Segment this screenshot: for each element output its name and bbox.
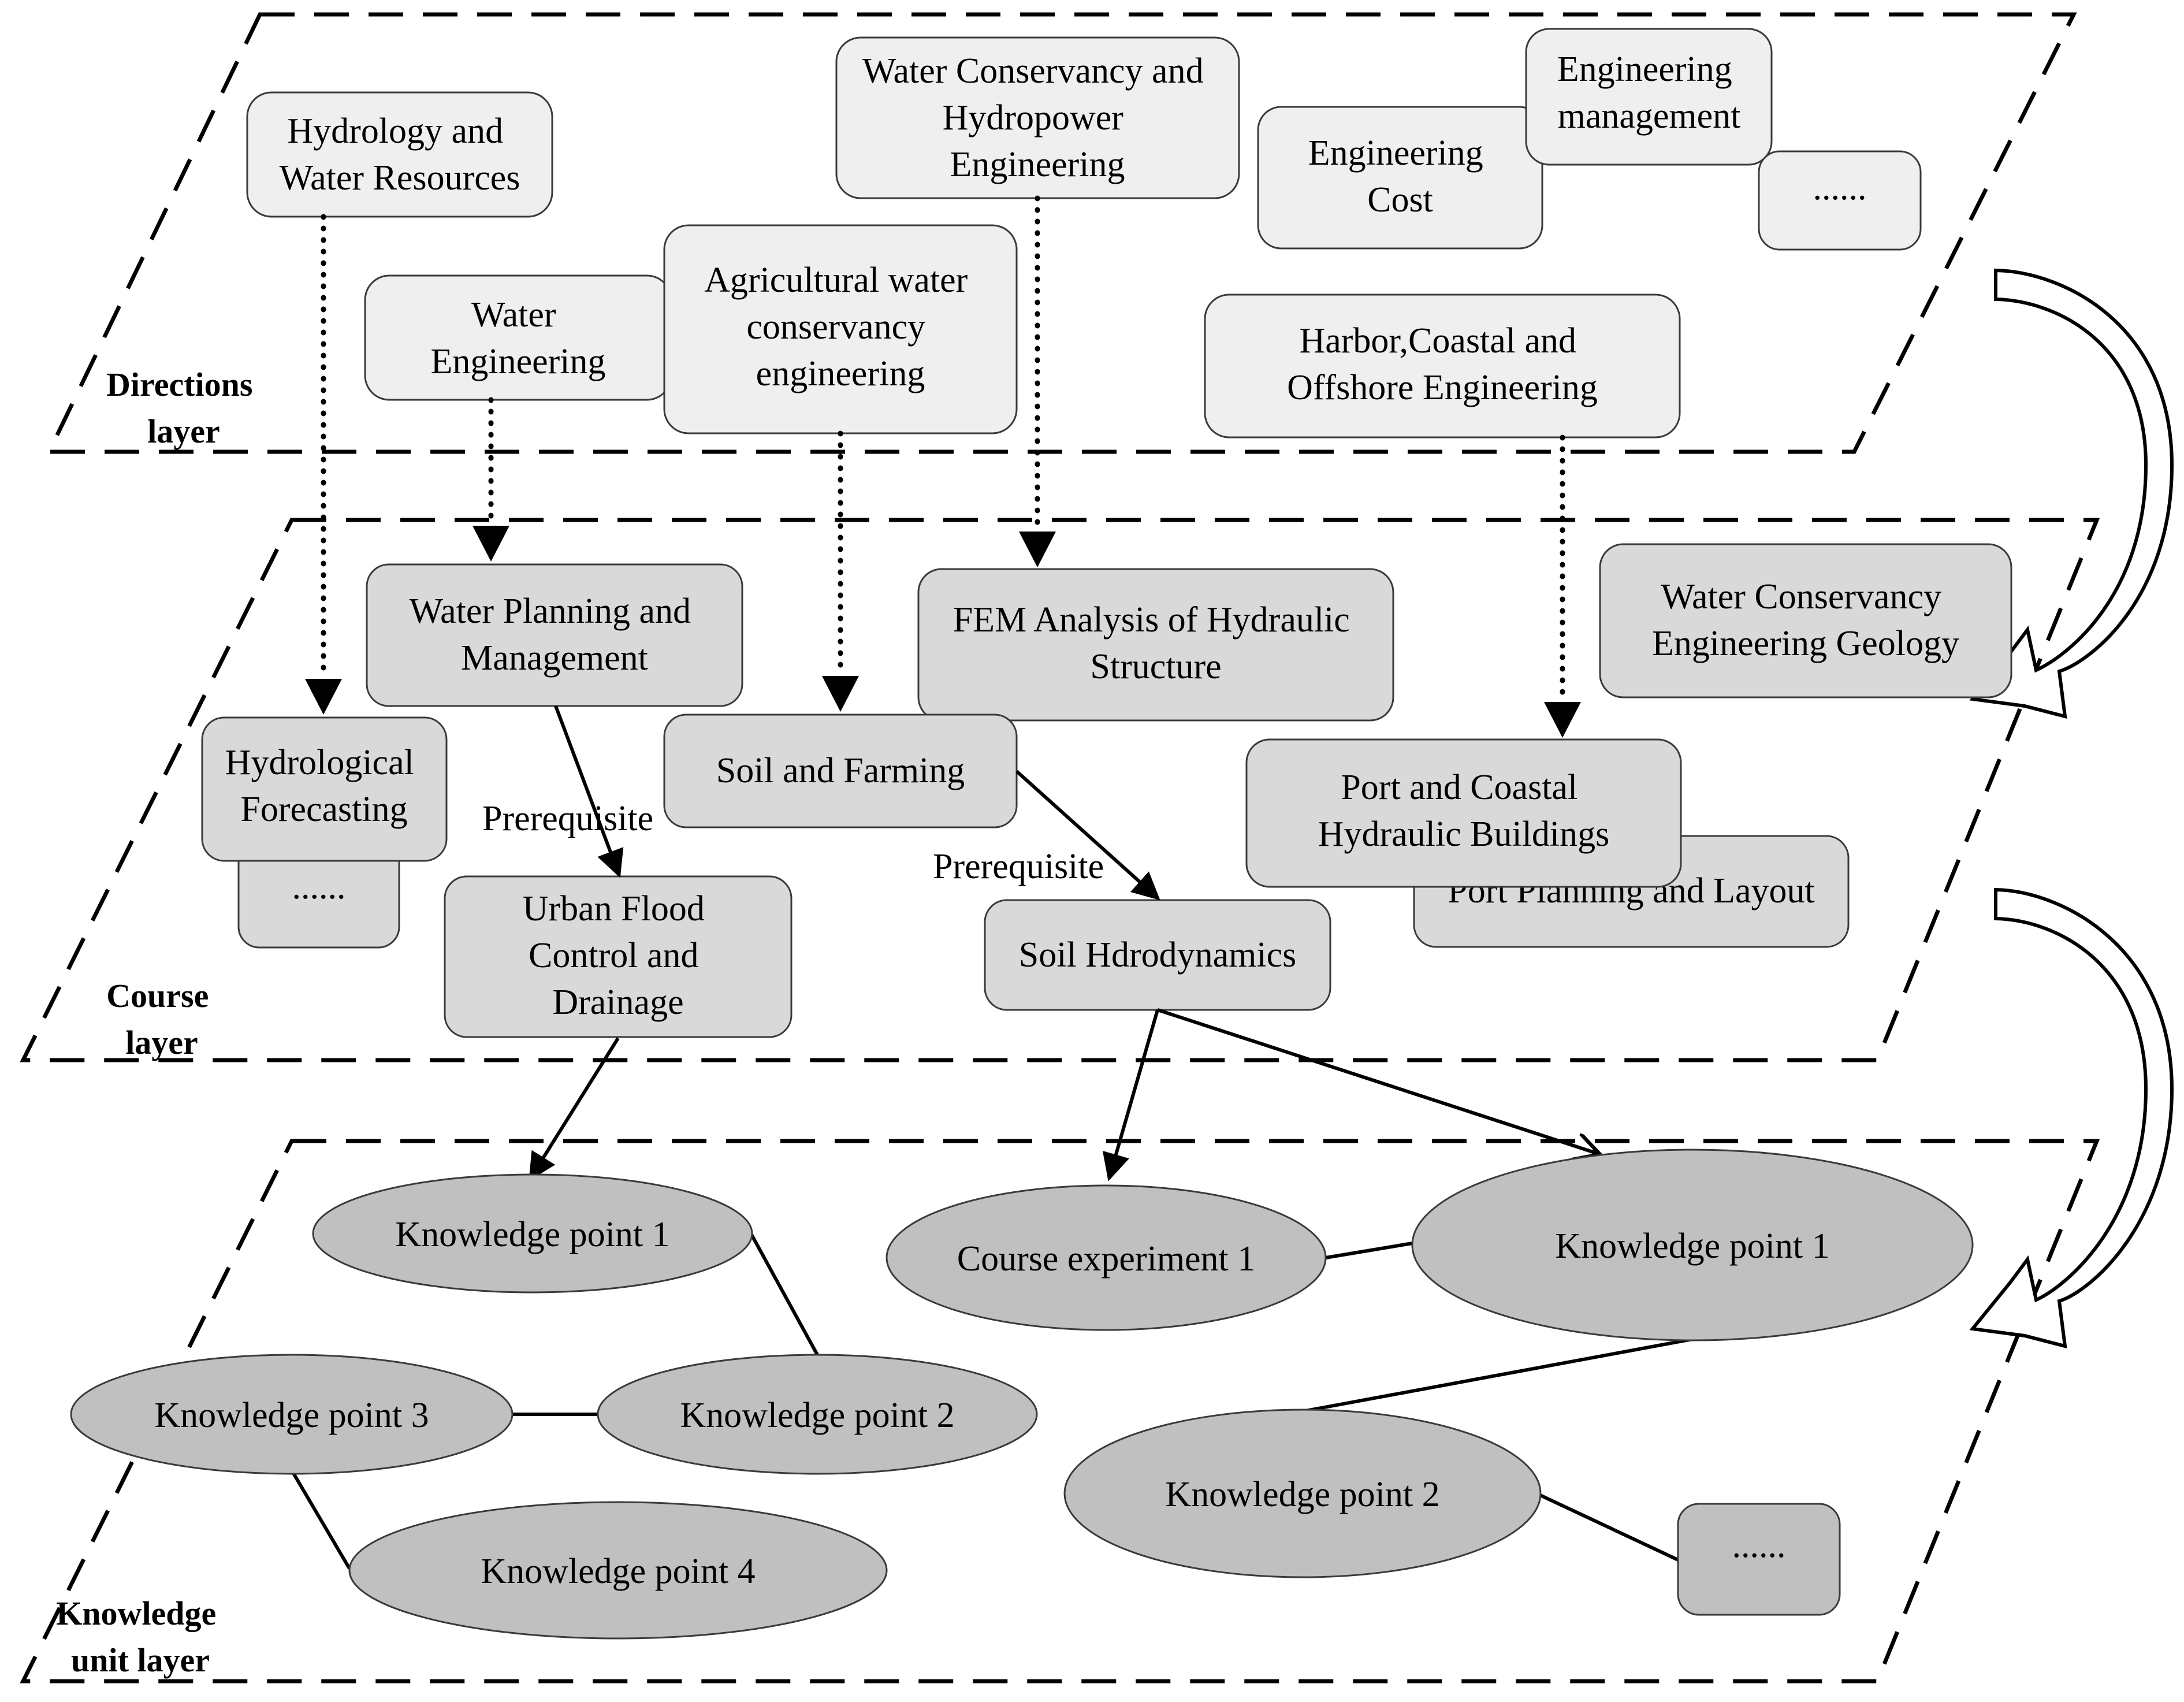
arrowhead-water-eng-icon <box>472 526 509 562</box>
direction-box-hydrology: Hydrology and Water Resources <box>246 91 553 218</box>
course-box-soil-hydrodynamics: Soil Hdrodynamics <box>984 899 1331 1011</box>
course-label-urban-flood: Urban Flood Control and Drainage <box>523 889 714 1022</box>
knowledge-left-kp2-label: Knowledge point 2 <box>680 1396 954 1435</box>
direction-label-water-engineering: Water Engineering <box>430 295 605 381</box>
knowledge-left-kp1-label: Knowledge point 1 <box>395 1215 669 1254</box>
knowledge-course-experiment-label: Course experiment 1 <box>957 1239 1256 1279</box>
course-box-geology: Water Conservancy Engineering Geology <box>1599 543 2012 698</box>
direction-box-engineering-cost: Engineering Cost <box>1257 106 1543 250</box>
knowledge-layer-label: Knowledge unit layer <box>56 1595 225 1679</box>
course-label-port-coastal: Port and Coastal Hydraulic Buildings <box>1318 768 1610 854</box>
direction-box-water-engineering: Water Engineering <box>364 274 672 401</box>
arrowhead-conservancy-icon <box>1019 532 1056 567</box>
knowledge-left-kp3: Knowledge point 3 <box>70 1354 514 1475</box>
prereq-arrow-soil-to-hydrodynamics <box>1015 770 1160 901</box>
course-layer-label: Course layer <box>106 977 217 1061</box>
edge-right-kp2-more <box>1535 1492 1679 1562</box>
course-label-hydrological-forecasting: Hydrological Forecasting <box>225 743 423 829</box>
arrow-hydro-to-right-kp1 <box>1157 1008 1600 1154</box>
course-layer-plane <box>20 518 2100 1062</box>
knowledge-left-kp3-label: Knowledge point 3 <box>154 1396 429 1435</box>
knowledge-left-kp1: Knowledge point 1 <box>312 1173 753 1294</box>
course-label-soil-hydrodynamics: Soil Hdrodynamics <box>1019 935 1296 975</box>
course-label-water-planning: Water Planning and Management <box>410 592 700 678</box>
direction-label-water-conservancy: Water Conservancy and Hydropower Enginee… <box>862 51 1212 184</box>
arrow-flood-to-left-kp1 <box>529 1037 620 1181</box>
course-box-hydrological-forecasting: Hydrological Forecasting <box>201 716 448 862</box>
course-box-port-coastal: Port and Coastal Hydraulic Buildings <box>1245 738 1682 888</box>
direction-label-engineering-cost: Engineering Cost <box>1308 133 1493 220</box>
knowledge-label-more: ...... <box>1732 1526 1786 1565</box>
direction-label-agricultural: Agricultural water conservancy engineeri… <box>704 261 977 393</box>
arrow-hydro-to-experiment <box>1102 1009 1159 1181</box>
arrowhead-harbor-icon <box>1544 702 1581 738</box>
course-box-fem: FEM Analysis of Hydraulic Structure <box>917 568 1394 722</box>
direction-box-water-conservancy: Water Conservancy and Hydropower Enginee… <box>835 36 1240 199</box>
directions-to-course-arrow-icon <box>1969 268 2174 719</box>
edge-left-kp3-kp4 <box>290 1469 351 1570</box>
course-label-fem: FEM Analysis of Hydraulic Structure <box>953 600 1359 686</box>
knowledge-left-kp2: Knowledge point 2 <box>597 1354 1038 1475</box>
course-label-more: ...... <box>292 867 346 906</box>
edge-experiment-right-kp1 <box>1325 1242 1413 1259</box>
directions-layer-label: Directions layer <box>106 366 261 450</box>
knowledge-right-kp2: Knowledge point 2 <box>1063 1409 1542 1578</box>
directions-layer-plane <box>46 12 2077 454</box>
knowledge-left-kp4: Knowledge point 4 <box>348 1501 888 1640</box>
course-label-soil-farming: Soil and Farming <box>716 751 965 790</box>
course-box-water-planning: Water Planning and Management <box>366 563 743 707</box>
prereq-label-1: Prerequisite <box>482 799 653 838</box>
knowledge-right-kp1-label: Knowledge point 1 <box>1555 1227 1829 1266</box>
knowledge-course-experiment: Course experiment 1 <box>885 1184 1327 1331</box>
direction-box-engineering-management: Engineering management <box>1525 28 1773 166</box>
course-box-soil-farming: Soil and Farming <box>663 713 1018 828</box>
direction-label-hydrology: Hydrology and Water Resources <box>280 112 520 198</box>
edge-left-kp1-kp2 <box>749 1232 819 1356</box>
direction-label-more: ...... <box>1813 168 1867 207</box>
knowledge-right-kp1: Knowledge point 1 <box>1411 1149 1974 1341</box>
knowledge-box-more: ...... <box>1677 1503 1841 1616</box>
prereq-arrow-planning-to-flood <box>554 705 624 878</box>
arrowhead-agri-icon <box>822 676 859 712</box>
knowledge-left-kp4-label: Knowledge point 4 <box>481 1552 755 1591</box>
prereq-label-2: Prerequisite <box>933 847 1104 886</box>
course-box-urban-flood: Urban Flood Control and Drainage <box>444 875 793 1038</box>
edge-right-kp1-kp2 <box>1302 1337 1693 1413</box>
direction-box-harbor: Harbor,Coastal and Offshore Engineering <box>1204 293 1681 438</box>
knowledge-right-kp2-label: Knowledge point 2 <box>1165 1475 1439 1514</box>
direction-box-agricultural: Agricultural water conservancy engineeri… <box>663 224 1018 434</box>
direction-box-more: ...... <box>1758 150 1922 251</box>
knowledge-layer-plane <box>20 1139 2100 1684</box>
course-box-more: ...... <box>237 834 400 949</box>
arrowhead-hydrology-icon <box>305 679 342 715</box>
direction-label-engineering-management: Engineering management <box>1557 50 1742 136</box>
course-to-knowledge-arrow-icon <box>1969 887 2174 1349</box>
direction-label-harbor: Harbor,Coastal and Offshore Engineering <box>1287 321 1598 407</box>
course-label-geology: Water Conservancy Engineering Geology <box>1652 577 1959 663</box>
